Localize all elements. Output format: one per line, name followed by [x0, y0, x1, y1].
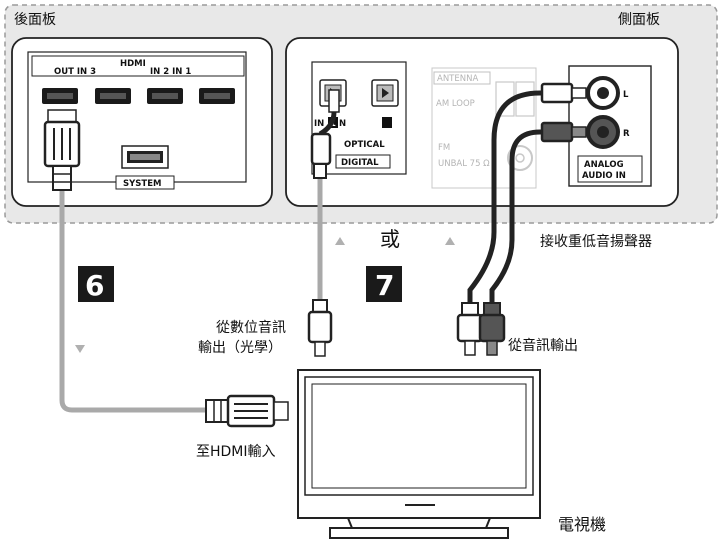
arrow-up-analog-icon [445, 237, 455, 245]
optical-output-label-line2: 輸出（光學） [198, 340, 282, 356]
optical-port-in2 [371, 79, 399, 107]
analog-cable-r [489, 129, 590, 305]
rear-panel-label: 後面板 [14, 12, 56, 28]
hdmi-label-band [31, 55, 245, 77]
tv-label: 電視機 [558, 515, 606, 534]
hdmi-port-in3 [95, 88, 131, 104]
step-7-number: 7 [375, 269, 394, 302]
hdmi-in-label: IN 2 IN 1 [150, 67, 191, 77]
hdmi-port-in2 [147, 88, 183, 104]
analog-cable-l [467, 90, 590, 305]
in2-number-badge [382, 117, 392, 128]
analog-label-box [577, 155, 643, 183]
audio-in-label: AUDIO IN [582, 171, 626, 181]
audio-output-label: 從音訊輸出 [508, 337, 578, 354]
antenna-label-box [433, 71, 491, 85]
system-label-box [115, 175, 175, 190]
antenna-label: ANTENNA [437, 74, 478, 84]
hdmi-header-label: HDMI [120, 59, 146, 69]
optical-in1-prefix: IN [314, 119, 324, 129]
optical-output-label-line1: 從數位音訊 [216, 319, 286, 336]
optical-in1-suffix: N [339, 119, 346, 129]
or-label: 或 [380, 227, 400, 251]
fm-antenna-jack [507, 145, 533, 171]
step-6-badge [78, 266, 114, 302]
rca-plug-l-top [540, 82, 587, 104]
receiver-label: 接收重低音揚聲器 [540, 233, 652, 250]
hdmi-port-in1 [199, 88, 235, 104]
am-loop-label: AM LOOP [436, 99, 475, 109]
side-panel-label: 側面板 [618, 12, 660, 28]
digital-label: DIGITAL [341, 158, 379, 168]
arrow-up-optical-icon [335, 237, 345, 245]
arrow-down-hdmi-icon [75, 345, 85, 353]
analog-l-jack [586, 76, 620, 110]
hdmi-out-label: OUT IN 3 [54, 67, 96, 77]
optical-plug-top [310, 89, 340, 179]
analog-l-label: L [623, 90, 629, 100]
hdmi-plug-top [43, 109, 81, 191]
step-6-number: 6 [85, 269, 104, 302]
antenna-block [431, 67, 537, 189]
system-label: SYSTEM [123, 179, 161, 189]
unbal-label: UNBAL 75 Ω [438, 159, 490, 169]
digital-label-box [335, 154, 391, 169]
tv-set [297, 369, 541, 539]
rca-plug-r-bottom [478, 302, 506, 356]
hdmi-cable [59, 190, 214, 413]
analog-r-label: R [623, 129, 630, 139]
system-port [121, 145, 169, 169]
hdmi-port-out [42, 88, 78, 104]
optical-label: OPTICAL [344, 140, 385, 150]
rca-plug-r-top [540, 121, 587, 143]
fm-label: FM [438, 143, 450, 153]
optical-plug-bottom [307, 299, 333, 357]
hdmi-input-label: 至HDMI輸入 [196, 444, 276, 460]
step-7-badge [366, 266, 402, 302]
hdmi-plug-tv [205, 394, 289, 428]
rca-plug-l-bottom [456, 302, 484, 356]
analog-label: ANALOG [584, 160, 624, 170]
analog-r-jack [586, 115, 620, 149]
